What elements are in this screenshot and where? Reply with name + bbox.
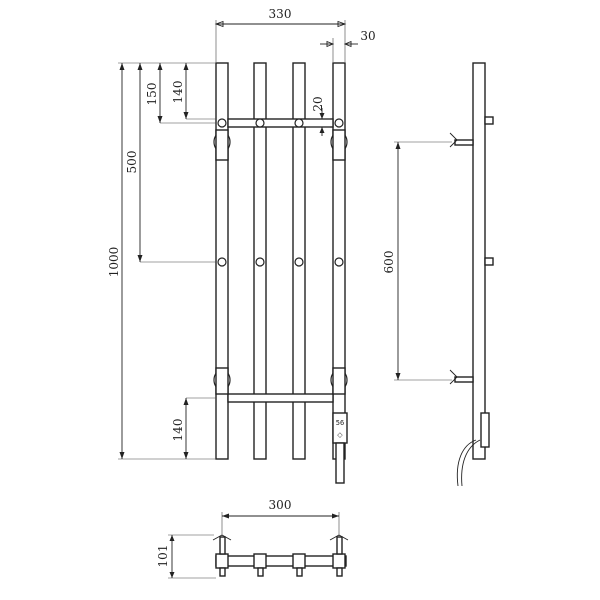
dim-front-width: 330 — [269, 7, 292, 21]
dim-bar-offset: 30 — [360, 29, 375, 43]
plan-peg — [219, 567, 226, 577]
upper-cross-rail — [227, 118, 334, 128]
fixing-dot — [294, 118, 304, 128]
fixing-dot — [255, 118, 265, 128]
side-cable-outline — [461, 439, 481, 487]
bar-overlay-4 — [332, 129, 346, 161]
dim-plan-depth: 101 — [156, 545, 170, 568]
fixing-dot — [334, 257, 344, 267]
dim-bottom-to-rail: 140 — [171, 419, 185, 442]
dim-bracket-spacing: 600 — [382, 251, 396, 274]
fixing-dot — [217, 118, 227, 128]
thermostat-buttons-icon: ◇ — [337, 431, 343, 439]
side-bracket-top-flange — [449, 132, 458, 148]
fixing-dot — [217, 257, 227, 267]
side-bracket-top — [454, 139, 474, 146]
dim-top-to-dot: 140 — [171, 81, 185, 104]
plan-view: 300 101 — [156, 498, 349, 579]
bar-overlay-1 — [215, 129, 229, 161]
plan-bracket-left — [219, 536, 226, 555]
dim-top-to-rail: 150 — [145, 83, 159, 106]
side-bar — [472, 62, 486, 460]
thermostat-display: 56 — [336, 419, 344, 427]
plan-bar-3 — [292, 553, 306, 569]
side-bracket-bottom — [454, 376, 474, 383]
side-control-box — [480, 412, 490, 448]
plan-peg — [257, 567, 264, 577]
lower-cross-rail — [227, 393, 334, 403]
plan-peg — [336, 567, 343, 577]
bar-overlay-1b — [215, 367, 229, 395]
side-stud-top — [484, 116, 494, 125]
plan-rail — [215, 555, 347, 567]
plan-bar-1 — [215, 553, 229, 569]
plan-bar-4 — [332, 553, 346, 569]
bar-overlay-4b — [332, 367, 346, 395]
dim-mid-offset: 500 — [125, 151, 139, 174]
front-view: 56 ◇ — [213, 62, 348, 484]
side-view: 600 — [382, 62, 494, 487]
front-dimensions: 330 30 150 140 500 1000 — [107, 7, 376, 460]
plan-bracket-right — [336, 536, 343, 555]
fixing-dot — [255, 257, 265, 267]
dim-total-height: 1000 — [107, 247, 121, 278]
dim-rail-gap: 20 — [311, 96, 325, 111]
fixing-dot — [294, 257, 304, 267]
power-cable — [335, 442, 345, 484]
plan-peg — [296, 567, 303, 577]
dim-plan-width: 300 — [269, 498, 292, 512]
plan-bar-2 — [253, 553, 267, 569]
side-cable — [456, 439, 477, 487]
fixing-dot — [334, 118, 344, 128]
side-bracket-bottom-flange — [449, 369, 458, 385]
side-stud-middle — [484, 257, 494, 266]
